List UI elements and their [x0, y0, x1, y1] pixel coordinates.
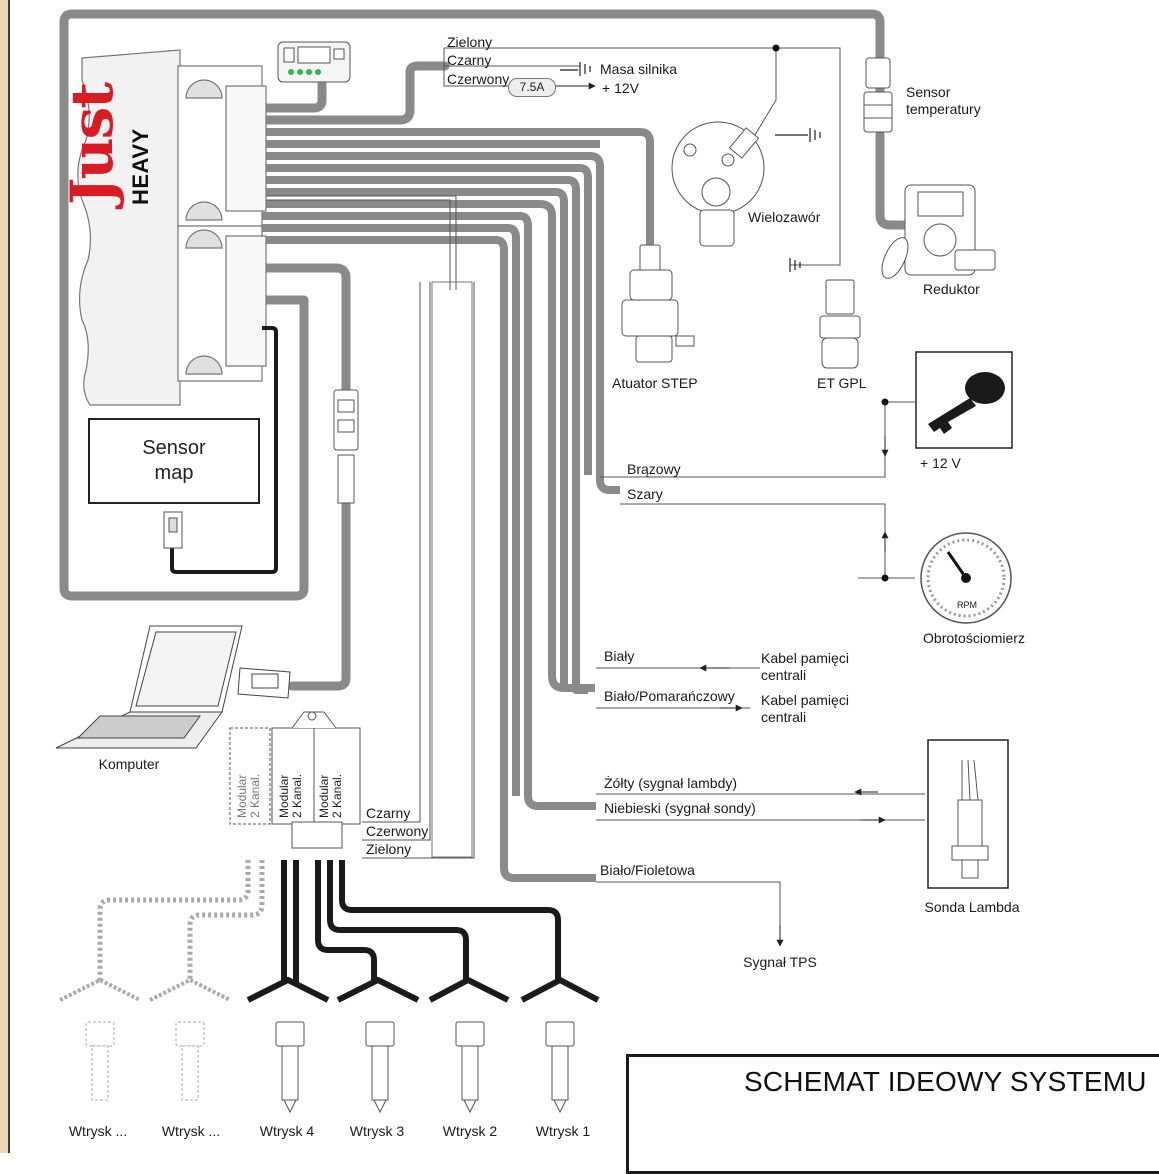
reducer-label: Reduktor	[923, 281, 980, 297]
injector-1-icon	[520, 976, 600, 1114]
junction-dots	[772, 44, 889, 582]
injector-label-4: Wtrysk 4	[259, 1123, 315, 1139]
wire-gray-label: Szary	[627, 486, 663, 502]
injector-icons	[59, 976, 600, 1114]
multivalve-icon	[671, 121, 765, 247]
wire-white-label: Biały	[604, 648, 635, 664]
wire-blue-label: Niebieski (sygnał sondy)	[604, 800, 756, 816]
injector-cables-ghost	[97, 860, 265, 982]
wire-black-label: Czarny	[447, 52, 492, 68]
module-wire-black-label: Czarny	[366, 805, 411, 821]
actuator-label: Atuator STEP	[612, 375, 698, 391]
brand-logo: Just	[58, 83, 126, 205]
ground-symbols	[560, 62, 821, 272]
injector-4-icon	[246, 976, 330, 1114]
injector-label-6: Wtrysk ...	[68, 1123, 128, 1139]
wire-red-label: Czerwony	[447, 71, 510, 87]
temperature-sensor-icon	[863, 57, 893, 133]
modular-modules	[229, 711, 361, 849]
et-gpl-label: ET GPL	[817, 375, 867, 391]
wire-brown-label: Brązowy	[627, 461, 681, 477]
wire-yellow-label: Żółty (sygnał lambdy)	[604, 775, 738, 791]
rpm-dial-text: RPM	[957, 600, 977, 610]
injector-ghost-6-icon	[59, 977, 141, 1101]
injector-label-5: Wtrysk ...	[161, 1123, 221, 1139]
lambda-sensor-icon	[927, 739, 1009, 889]
injector-2-icon	[428, 976, 510, 1114]
module-wire-red-label: Czerwony	[366, 823, 429, 839]
ignition-key-icon	[915, 351, 1013, 449]
harness-connector-icon	[333, 389, 359, 504]
wire-green-label: Zielony	[447, 34, 493, 50]
injector-label-3: Wtrysk 3	[349, 1123, 405, 1139]
tps-label: Sygnał TPS	[743, 954, 817, 970]
laptop-icon	[55, 625, 243, 749]
wire-white-violet-label: Biało/Fioletowa	[600, 862, 695, 878]
ecu-box	[77, 49, 267, 406]
module-wire-green-label: Zielony	[366, 841, 412, 857]
injector-label-2: Wtrysk 2	[442, 1123, 498, 1139]
rpm-meter-label: Obrotościomierz	[923, 630, 1025, 646]
signal-arrows	[555, 82, 889, 947]
injector-3-icon	[336, 976, 420, 1114]
module-ghost-label: Modular 2 Kanal.	[235, 773, 262, 818]
temperature-sensor-label: Sensor temperatury	[906, 84, 981, 117]
computer-label: Komputer	[98, 756, 160, 772]
page-frame-edge	[0, 0, 10, 1153]
multivalve-label: Wielozawór	[748, 209, 821, 225]
lambda-label: Sonda Lambda	[924, 899, 1020, 915]
module-label-b: Modular 2 Kanal.	[317, 773, 344, 818]
rpm-gauge-icon	[920, 532, 1012, 624]
map-cable	[170, 326, 278, 574]
fuse-badge: 7.5A	[508, 78, 556, 97]
reducer-icon	[881, 184, 996, 279]
et-gpl-icon	[819, 279, 861, 369]
ecu-harness	[262, 128, 654, 882]
injector-cables	[281, 860, 561, 982]
injector-label-1: Wtrysk 1	[535, 1123, 591, 1139]
brand-logo-sub: HEAVY	[128, 128, 153, 205]
memory-cable-label-1: Kabel pamięci centrali	[761, 650, 849, 683]
memory-cable-label-2: Kabel pamięci centrali	[761, 692, 849, 725]
plus12-label: + 12V	[602, 80, 639, 96]
main-harness	[59, 9, 910, 691]
injector-ghost-5-icon	[149, 977, 231, 1101]
wire-white-orange-label: Biało/Pomarańczowy	[604, 688, 735, 704]
module-label-a: Modular 2 Kanal.	[277, 773, 304, 818]
diagram-title: SCHEMAT IDEOWY SYSTEMU	[744, 1066, 1147, 1097]
ignition-plus-label: + 12 V	[920, 455, 961, 471]
engine-ground-label: Masa silnika	[600, 61, 678, 77]
indicator-panel-icon	[277, 41, 351, 83]
actuator-step-icon	[621, 244, 695, 363]
serial-connector-icon	[237, 667, 291, 699]
sensor-map-box: Sensor map	[88, 418, 260, 504]
thin-wires	[262, 47, 925, 946]
